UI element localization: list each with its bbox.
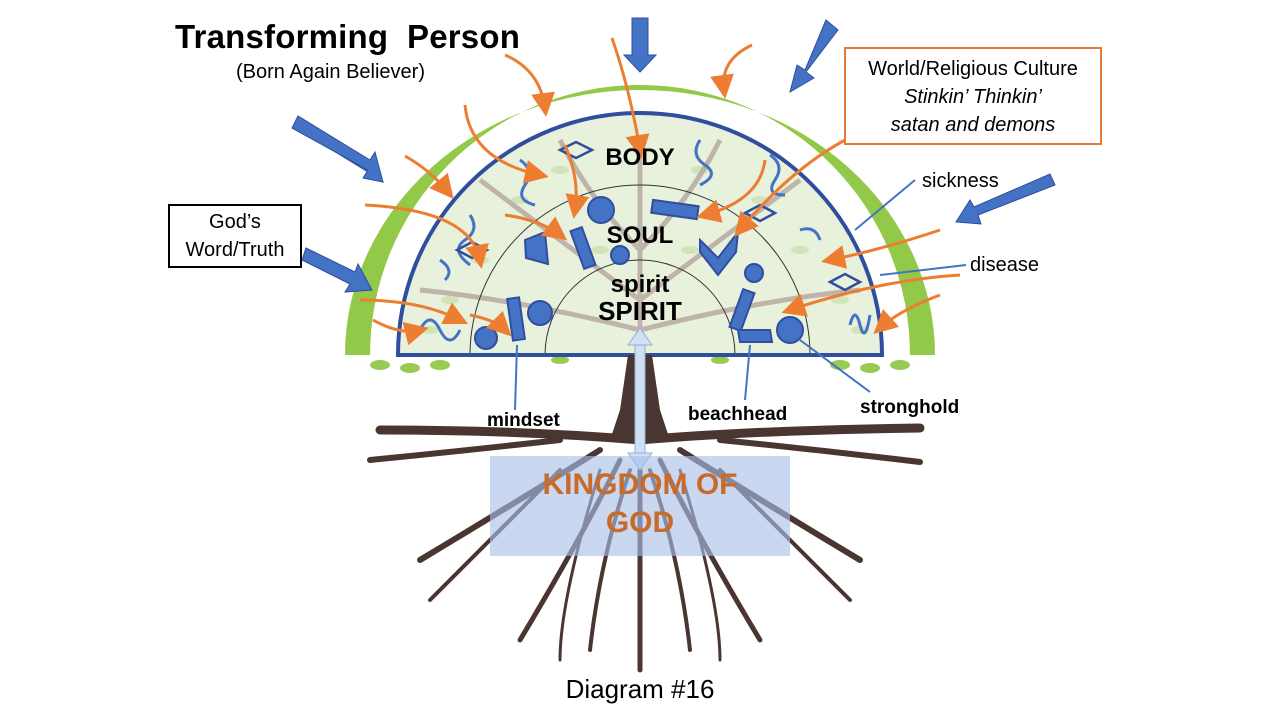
callout-disease: disease: [970, 254, 1039, 276]
callout-sickness: sickness: [922, 170, 999, 192]
spirit-arc: [544, 259, 736, 356]
blue-arrow-top: [622, 17, 658, 73]
kingdom-line2: GOD: [605, 506, 675, 539]
world-box-line3: satan and demons: [890, 114, 1056, 136]
zone-body-label: BODY: [605, 144, 675, 171]
zone-spirit-lower-label: spirit: [610, 271, 670, 298]
blue-arrow-topright: [789, 19, 839, 94]
zone-spirit-upper-label: SPIRIT: [598, 296, 682, 326]
kingdom-background: [490, 456, 790, 556]
inner-leaves: [421, 166, 869, 334]
callout-stronghold: stronghold: [860, 397, 960, 418]
orange-arrows: [359, 37, 961, 346]
blue-shapes: [474, 196, 804, 350]
soul-arc: [469, 184, 811, 356]
diagram-number: Diagram #16: [565, 674, 715, 704]
callout-lines: [514, 179, 967, 411]
kingdom-line1: KINGDOM OF: [542, 468, 738, 501]
blue-arrow-right: [955, 173, 1056, 225]
gods-word-box: God’s Word/Truth: [168, 204, 302, 268]
blue-arrow-left-lower: [301, 247, 373, 293]
world-box-line2: Stinkin’ Thinkin’: [904, 86, 1042, 108]
callout-beachhead: beachhead: [688, 404, 788, 425]
callout-mindset: mindset: [487, 410, 560, 431]
diagram-subtitle: (Born Again Believer): [236, 61, 425, 83]
diagram-title: Transforming Person: [175, 18, 521, 55]
blue-arrows: [291, 17, 1056, 293]
leaf-dots: [370, 356, 910, 373]
gods-word-line1: God’s: [209, 211, 261, 233]
blue-arrow-left-upper-body: [291, 115, 384, 183]
gods-word-line2: Word/Truth: [185, 239, 285, 261]
world-box-line1: World/Religious Culture: [868, 58, 1078, 80]
zone-soul-label: SOUL: [606, 222, 674, 249]
world-culture-box: World/Religious Culture Stinkin’ Thinkin…: [844, 47, 1102, 145]
kingdom-of-god-label: KINGDOM OF GOD: [490, 466, 790, 542]
